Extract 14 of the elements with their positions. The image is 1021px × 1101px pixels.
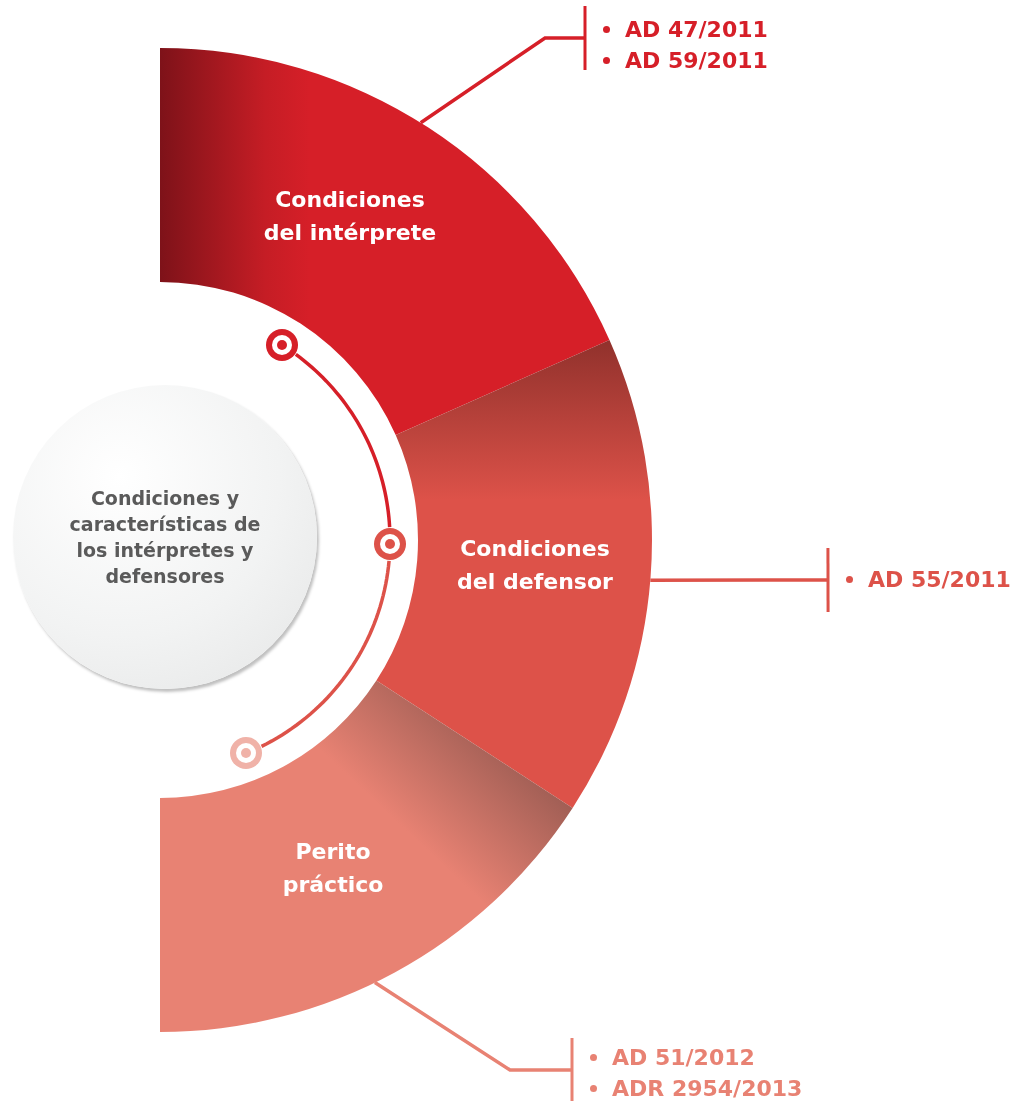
segment-label: Perito práctico [281, 838, 385, 899]
arc-connector [260, 560, 391, 748]
arc-connector [294, 353, 392, 528]
list-item: AD 59/2011 [603, 45, 768, 76]
segment-label: Condiciones del defensor [456, 535, 614, 596]
callout-line [650, 546, 830, 614]
list-item: AD 55/2011 [846, 564, 1011, 595]
callout-line [373, 981, 574, 1101]
list-item: AD 51/2012 [590, 1042, 803, 1073]
list-item: ADR 2954/2013 [590, 1073, 803, 1101]
center-label: Condiciones y características de los intérpretes y defensores [68, 486, 262, 589]
segment-label: Condiciones del intérprete [262, 186, 438, 247]
list-item: AD 47/2011 [603, 14, 768, 45]
callout-line [419, 4, 587, 125]
